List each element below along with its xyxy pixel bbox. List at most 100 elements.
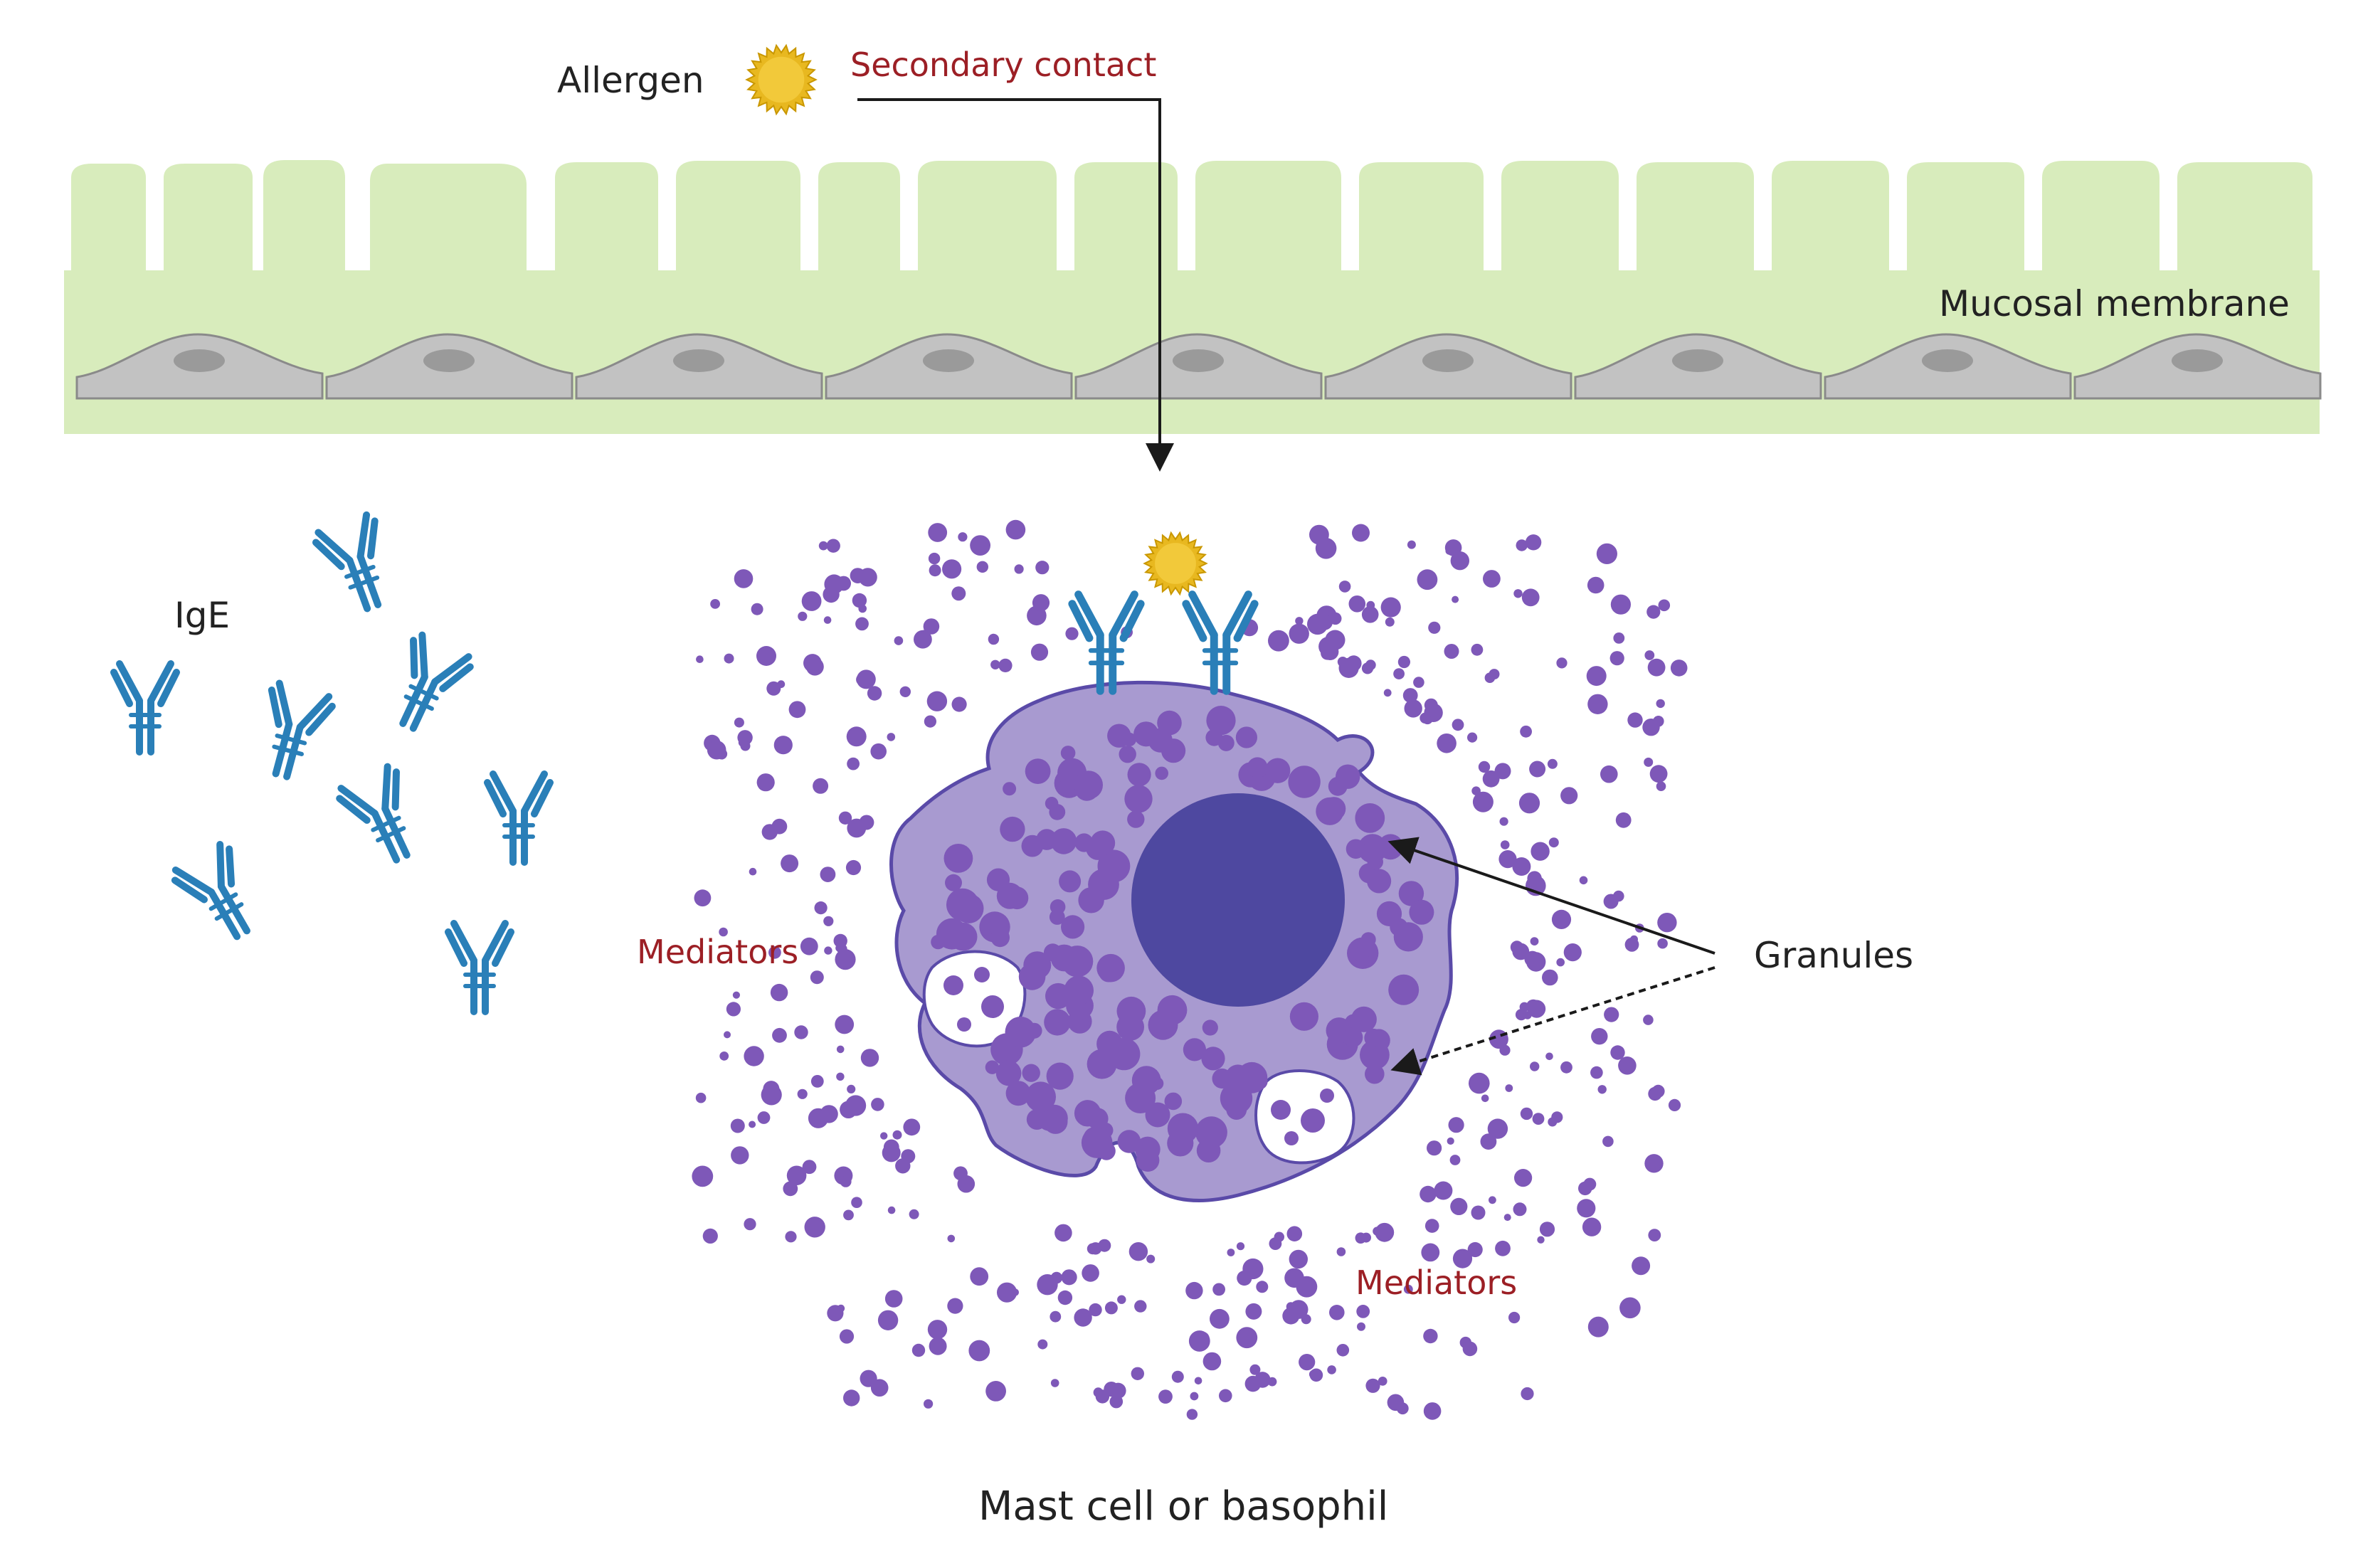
mediator-granule	[1104, 1301, 1118, 1315]
mediator-granule	[1521, 1387, 1534, 1401]
mediator-granule	[1093, 1387, 1104, 1398]
secondary-contact-arrow	[857, 98, 1174, 472]
mediator-granule	[887, 1206, 896, 1214]
mediator-granule	[838, 811, 852, 825]
mediator-granule	[1563, 943, 1582, 962]
granule	[943, 975, 963, 995]
mediator-granule	[1471, 1205, 1486, 1220]
mediator-granule	[976, 561, 989, 573]
mediator-granule	[1604, 1007, 1619, 1022]
mediator-granule	[1514, 1169, 1533, 1187]
allergen-icon	[745, 43, 818, 116]
mediator-granule	[1467, 732, 1478, 743]
mediator-granule	[1591, 1028, 1608, 1045]
mediator-granule	[1489, 669, 1500, 680]
mediator-granule	[1338, 581, 1351, 593]
granule	[1025, 758, 1051, 784]
granule	[974, 967, 990, 982]
epithelial-nucleus	[1173, 349, 1224, 372]
granule	[1151, 1076, 1164, 1090]
granule	[1202, 1019, 1218, 1036]
granule	[1288, 766, 1321, 798]
granule	[1059, 870, 1082, 893]
mediator-granule	[1423, 1328, 1438, 1344]
granule	[1355, 803, 1385, 833]
mediator-granule	[1597, 1085, 1607, 1094]
mediator-granule	[1542, 969, 1558, 986]
granule	[1049, 909, 1065, 925]
granule	[1164, 1092, 1183, 1111]
mediator-granule	[1249, 1364, 1261, 1375]
mediator-granule	[1089, 1303, 1102, 1317]
epithelial-nucleus	[2172, 349, 2223, 372]
diagram-title: Mast cell or basophil	[978, 1483, 1389, 1530]
granule	[1044, 1009, 1071, 1036]
granule	[1021, 835, 1044, 857]
granule	[1043, 1109, 1068, 1134]
granule	[1046, 1062, 1074, 1090]
mediator-granule	[1256, 1281, 1269, 1293]
mediator-granule	[1309, 524, 1329, 545]
mediator-granule	[927, 1320, 948, 1340]
mediator-granule	[1450, 1197, 1468, 1215]
mediator-granule	[823, 916, 834, 926]
mediator-granule	[867, 686, 882, 701]
ige-label: IgE	[174, 595, 231, 636]
granule	[1365, 1064, 1385, 1084]
mediator-granule	[1365, 659, 1376, 671]
mediator-granule	[1658, 599, 1671, 612]
mediator-granule	[1539, 1222, 1555, 1237]
granule	[1090, 830, 1116, 856]
mediator-granule	[1579, 876, 1588, 885]
mediator-granule	[1054, 1224, 1072, 1242]
granule	[1393, 922, 1423, 952]
mediator-granule	[803, 654, 822, 672]
mediator-granule	[797, 1088, 808, 1099]
ige-antibody-icon	[171, 842, 269, 949]
mediator-granules	[692, 519, 1688, 1420]
mediator-granule	[894, 636, 904, 645]
mediator-granule	[813, 778, 829, 794]
mediator-granule	[892, 1130, 902, 1140]
granule	[1320, 1088, 1334, 1103]
granule	[1117, 1130, 1141, 1153]
mediator-granule	[1582, 1217, 1602, 1236]
mediator-granule	[911, 1343, 926, 1357]
mediator-granule	[1131, 1367, 1145, 1381]
mediator-granule	[970, 1267, 989, 1286]
mediator-granule	[694, 889, 712, 907]
mediator-granule	[768, 945, 781, 959]
ige-antibodies	[114, 513, 550, 1012]
mediator-granule	[1462, 1341, 1478, 1357]
mucosal-membrane-label: Mucosal membrane	[1939, 283, 2290, 324]
mediator-granule	[1357, 1322, 1365, 1331]
mediator-granule	[707, 740, 726, 760]
mediator-granule	[840, 1175, 852, 1187]
mediator-granule	[1656, 781, 1666, 791]
mediator-granule	[1057, 1290, 1073, 1305]
granule	[1022, 1064, 1040, 1082]
mediator-granule	[1134, 1300, 1147, 1313]
mediator-granule	[951, 696, 967, 712]
mediator-granule	[696, 655, 704, 663]
mediator-granule	[899, 686, 911, 697]
mediator-granule	[1545, 1052, 1553, 1061]
epithelial-nucleus	[923, 349, 974, 372]
mediator-granule	[1615, 812, 1632, 828]
mediator-granule	[1244, 1375, 1262, 1392]
granule	[1003, 1059, 1017, 1073]
granule	[1265, 758, 1291, 783]
ige-antibody-icon	[448, 923, 511, 1012]
mediator-granule	[730, 1118, 745, 1133]
granule	[1050, 828, 1077, 854]
mediator-granule	[846, 726, 867, 747]
mediator-granule	[1537, 1236, 1545, 1244]
granule	[1087, 1108, 1109, 1130]
mediator-granule	[1282, 1307, 1300, 1325]
mediator-granule	[814, 901, 828, 915]
granule	[1145, 1102, 1170, 1128]
mediator-granule	[1365, 1378, 1380, 1393]
mediator-granule	[1513, 589, 1523, 598]
mediator-granule	[1526, 999, 1540, 1014]
granule	[1050, 944, 1078, 972]
